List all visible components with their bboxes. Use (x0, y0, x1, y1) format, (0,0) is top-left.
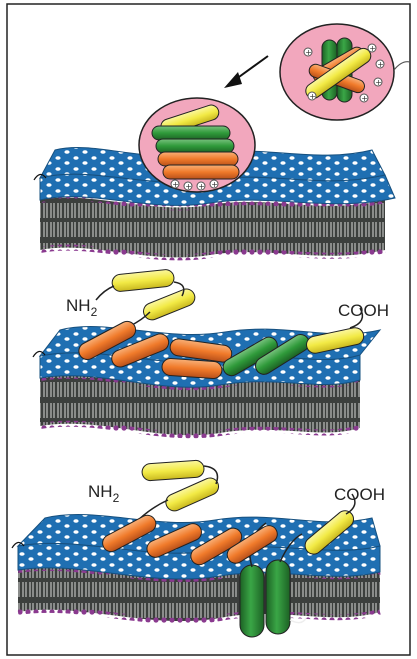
arrow-icon (224, 56, 268, 88)
protein-bubble-free: + + + + + + (280, 24, 410, 120)
amino-terminus-label: NH2 (66, 296, 98, 319)
svg-text:+: + (198, 182, 205, 191)
helix-orange-1b (163, 165, 239, 179)
helix-yellow-2b (141, 286, 197, 322)
svg-text:+: + (211, 180, 218, 189)
panel-3: NH2 COOH (12, 460, 385, 637)
helix-orange-2d (161, 358, 222, 379)
svg-text:+: + (305, 48, 312, 57)
svg-text:+: + (361, 94, 368, 103)
helix-green-tm-a (240, 565, 264, 637)
helix-yellow-2a (111, 269, 174, 292)
carboxyl-terminus-label: COOH (334, 485, 385, 504)
svg-text:+: + (377, 60, 384, 69)
svg-text:+: + (309, 92, 316, 101)
helix-green-1a (152, 126, 230, 140)
panel-1: + + + + + + + + + + (34, 24, 410, 257)
svg-text:+: + (185, 182, 192, 191)
carboxyl-terminus-label: COOH (338, 301, 389, 320)
protein-bubble-bound: + + + + (139, 98, 255, 192)
helix-yellow-3b (163, 475, 221, 513)
helix-yellow-3a (142, 460, 205, 481)
svg-text:+: + (172, 180, 179, 189)
amino-terminus-label: NH2 (88, 482, 120, 505)
helix-green-1b (156, 139, 234, 153)
helix-orange-1a (158, 152, 238, 166)
panel-2: NH2 COOH (33, 269, 389, 435)
svg-text:+: + (369, 44, 376, 53)
svg-text:+: + (375, 78, 382, 87)
helix-green-tm-b (266, 560, 290, 634)
